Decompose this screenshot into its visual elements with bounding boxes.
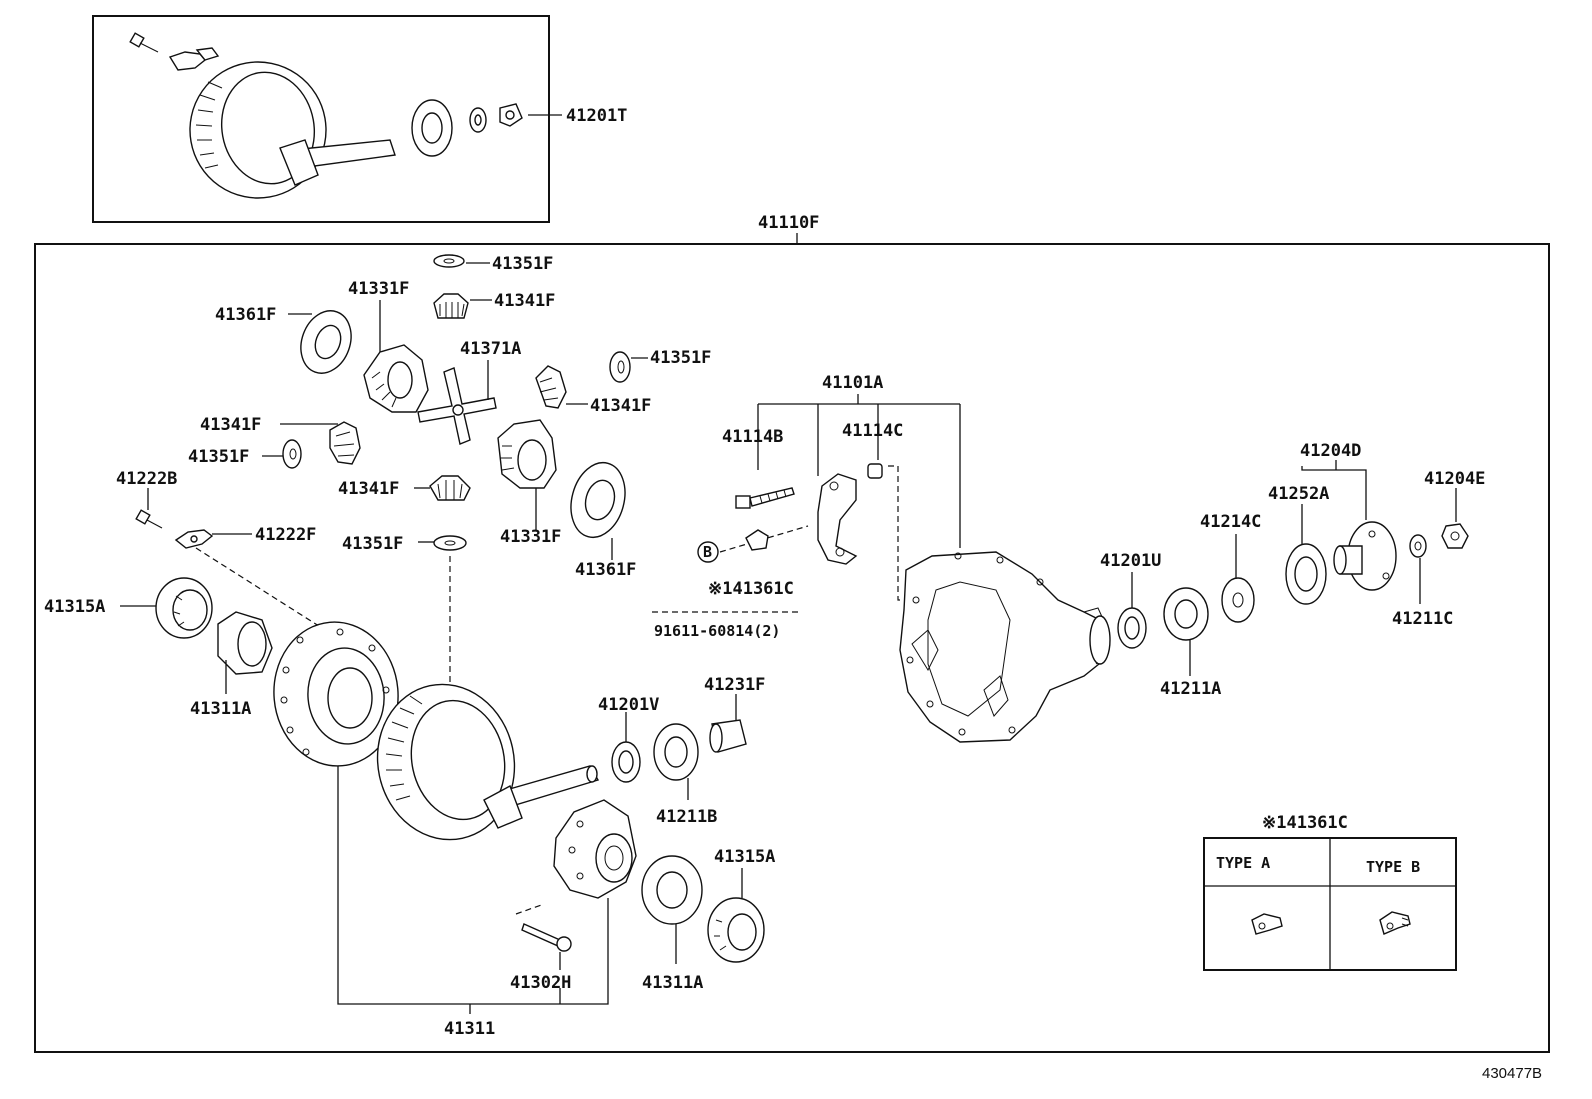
deflector-41252a-icon (1285, 543, 1327, 605)
pinion-41341f-left-icon (329, 421, 361, 465)
kit-washer-icon (469, 107, 487, 133)
type-a-label: TYPE A (1216, 854, 1270, 872)
lock-41361c-icon (745, 529, 769, 551)
label-41315a-right: 41315A (714, 847, 775, 867)
bearing-41311a-right-icon (641, 855, 703, 925)
kit-lock-icon (168, 47, 220, 71)
flange-41204d-icon (1333, 521, 1397, 591)
cap-41101a-icon (817, 473, 858, 565)
oil-seal-41201v-icon (611, 741, 641, 783)
pinion-41341f-top-icon (433, 293, 469, 319)
type-b-label: TYPE B (1366, 858, 1420, 876)
label-41315a-left: 41315A (44, 597, 105, 617)
type-table-title: ※141361C (1262, 813, 1348, 833)
label-41351f-top: 41351F (492, 254, 553, 274)
label-41331f-top: 41331F (348, 279, 409, 299)
nut-41204e-icon (1441, 523, 1469, 549)
pinion-41341f-bottom-icon (429, 475, 471, 501)
type-a-lock-icon (1251, 913, 1283, 935)
label-41302h: 41302H (510, 973, 571, 993)
pin-41114c-icon (867, 463, 883, 479)
label-41204e: 41204E (1424, 469, 1485, 489)
washer-41211c-icon (1409, 534, 1427, 558)
label-41331f-bottom: 41331F (500, 527, 561, 547)
label-41114b: 41114B (722, 427, 783, 447)
label-41214c: 41214C (1200, 512, 1261, 532)
differential-case-icon (273, 621, 399, 767)
side-gear-41331f-bottom-icon (497, 419, 557, 489)
label-41311: 41311 (444, 1019, 495, 1039)
bolt-41302h-icon (521, 923, 572, 952)
assembly-label: 41110F (758, 213, 819, 233)
kit-ring-gear-icon (189, 61, 327, 199)
drive-pinion-icon (483, 765, 600, 829)
callout-b-label: B (703, 543, 712, 561)
callout-b-icon: B (697, 541, 719, 563)
label-41211a: 41211A (1160, 679, 1221, 699)
label-41114c: 41114C (842, 421, 903, 441)
ring-gear-icon (376, 683, 516, 841)
bolt-41222b-icon (135, 509, 163, 529)
label-41211b: 41211B (656, 807, 717, 827)
kit-label: 41201T (566, 106, 627, 126)
label-41231f: 41231F (704, 675, 765, 695)
kit-pinion-shaft-icon (279, 139, 396, 186)
carrier-case-icon (899, 551, 1111, 743)
bearing-41211a-icon (1163, 587, 1209, 641)
figure-id: 430477B (1482, 1065, 1542, 1082)
kit-box-frame (92, 15, 550, 223)
label-41351f-left: 41351F (188, 447, 249, 467)
label-41361f-right: 41361F (575, 560, 636, 580)
label-41222b: 41222B (116, 469, 177, 489)
label-41361f-left: 41361F (215, 305, 276, 325)
bearing-41315a-left-icon (155, 577, 213, 639)
bearing-41211b-icon (653, 723, 699, 781)
kit-bolt-icon (129, 32, 159, 53)
thrust-washer-41361f-right-icon (570, 461, 626, 539)
bolt-41114b-icon (735, 487, 795, 509)
label-41341f-top: 41341F (494, 291, 555, 311)
assembly-frame (34, 243, 1550, 1053)
thrust-washer-41361f-left-icon (300, 310, 352, 374)
side-gear-41331f-top-icon (363, 344, 429, 413)
washer-41351f-top-icon (433, 254, 465, 268)
label-41311a-left: 41311A (190, 699, 251, 719)
washer-41351f-left-icon (282, 439, 302, 469)
label-41351f-right: 41351F (650, 348, 711, 368)
spider-41371a-icon (417, 367, 497, 445)
label-41204d: 41204D (1300, 441, 1361, 461)
kit-nut-icon (499, 103, 523, 127)
lock-41222f-icon (174, 529, 214, 549)
label-41361c: ※141361C (708, 579, 794, 599)
label-41371a: 41371A (460, 339, 521, 359)
differential-carrier-icon (553, 799, 637, 899)
label-41201u: 41201U (1100, 551, 1161, 571)
kit-bearing-icon (411, 99, 453, 157)
washer-41351f-right-icon (609, 351, 631, 383)
type-b-lock-icon (1379, 911, 1411, 935)
label-41351f-bottom: 41351F (342, 534, 403, 554)
label-41201v: 41201V (598, 695, 659, 715)
bearing-41315a-right-icon (707, 897, 765, 963)
bearing-41311a-left-icon (217, 611, 273, 675)
label-41341f-bottom: 41341F (338, 479, 399, 499)
spacer-41231f-icon (709, 719, 747, 753)
label-91611: 91611-60814(2) (654, 622, 780, 640)
label-41341f-right: 41341F (590, 396, 651, 416)
label-41211c: 41211C (1392, 609, 1453, 629)
label-41222f: 41222F (255, 525, 316, 545)
label-41341f-left: 41341F (200, 415, 261, 435)
pinion-41341f-right-icon (535, 365, 567, 409)
label-41311a-right: 41311A (642, 973, 703, 993)
label-41101a: 41101A (822, 373, 883, 393)
washer-41351f-bottom-icon (433, 535, 467, 551)
seal-41201u-icon (1117, 607, 1147, 649)
washer-41214c-icon (1221, 577, 1255, 623)
label-41252a: 41252A (1268, 484, 1329, 504)
